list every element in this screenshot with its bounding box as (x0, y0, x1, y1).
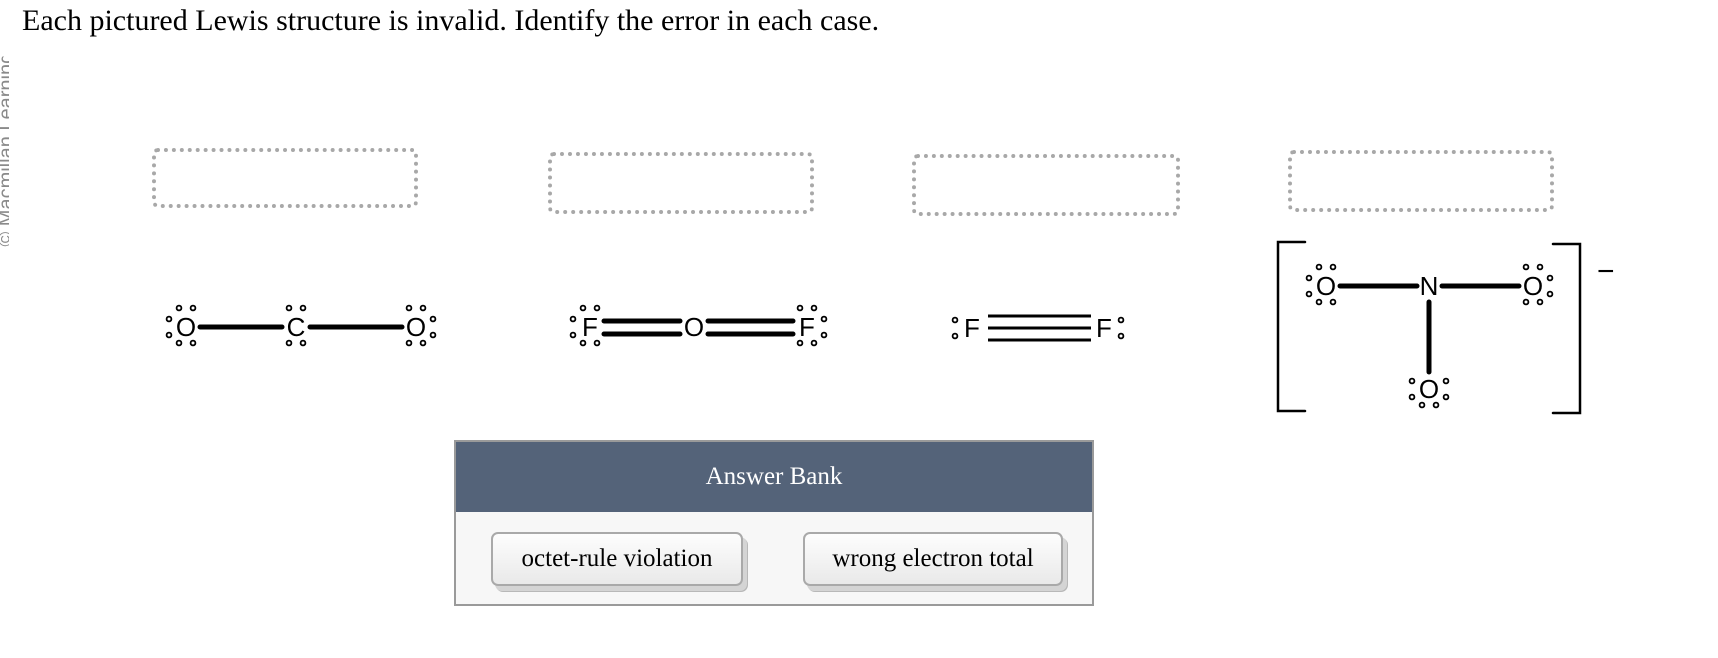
drop-target-2[interactable] (548, 152, 814, 214)
lone-pair-electron (1536, 298, 1544, 306)
lone-pair-electron (1546, 274, 1554, 282)
lone-pair-electron (1418, 401, 1426, 409)
structure-no3 (1276, 240, 1582, 415)
lone-pair-electron (405, 304, 413, 312)
lone-pair-electron (593, 339, 601, 347)
lone-pair-electron (1522, 263, 1530, 271)
lone-pair-electron (419, 339, 427, 347)
structure-f2 (988, 314, 1091, 342)
lone-pair-electron (1329, 263, 1337, 271)
lone-pair-electron (810, 339, 818, 347)
lone-pair-electron (1408, 377, 1416, 385)
lone-pair-electron (569, 315, 577, 323)
lone-pair-electron (1117, 332, 1125, 340)
lone-pair-electron (796, 304, 804, 312)
lone-pair-electron (299, 304, 307, 312)
lone-pair-electron (1442, 377, 1450, 385)
lone-pair-electron (569, 331, 577, 339)
lone-pair-electron (1329, 298, 1337, 306)
atom-label: O (1523, 271, 1543, 301)
lone-pair-electron (1315, 298, 1323, 306)
atom-label: N (1420, 271, 1439, 301)
lone-pair-electron (796, 339, 804, 347)
lone-pair-electron (165, 331, 173, 339)
lone-pair-electron (429, 315, 437, 323)
lone-pair-electron (579, 304, 587, 312)
lone-pair-electron (1408, 393, 1416, 401)
lone-pair-electron (429, 331, 437, 339)
lone-pair-electron (579, 339, 587, 347)
lone-pair-electron (820, 315, 828, 323)
lone-pair-electron (1315, 263, 1323, 271)
lone-pair-electron (175, 304, 183, 312)
right-bracket (1551, 242, 1582, 415)
lone-pair-electron (189, 304, 197, 312)
atom-label: O (176, 312, 196, 342)
atom-label: O (406, 312, 426, 342)
atom-label: F (799, 312, 815, 342)
lone-pair-electron (951, 332, 959, 340)
atom-label: F (964, 313, 980, 343)
lone-pair-electron (1117, 316, 1125, 324)
answer-option-octet-rule-violation[interactable]: octet-rule violation (491, 532, 743, 586)
structure-f2o (601, 318, 796, 337)
lone-pair-electron (419, 304, 427, 312)
atom-label: F (1096, 313, 1112, 343)
atom-label: O (1316, 271, 1336, 301)
lone-pair-electron (299, 339, 307, 347)
lone-pair-electron (1432, 401, 1440, 409)
lone-pair-electron (1522, 298, 1530, 306)
lone-pair-electron (285, 339, 293, 347)
drop-target-1[interactable] (152, 148, 418, 208)
lone-pair-electron (951, 316, 959, 324)
lone-pair-electron (405, 339, 413, 347)
atom-label: F (582, 312, 598, 342)
lone-pair-electron (810, 304, 818, 312)
answer-option-wrong-electron-total[interactable]: wrong electron total (803, 532, 1063, 586)
lone-pair-electron (189, 339, 197, 347)
lone-pair-electron (1442, 393, 1450, 401)
drop-target-3[interactable] (912, 154, 1180, 216)
lone-pair-electron (1305, 274, 1313, 282)
answer-bank-title: Answer Bank (456, 442, 1092, 512)
lone-pair-electron (1536, 263, 1544, 271)
lone-pair-electron (1305, 290, 1313, 298)
charge-label: − (1597, 255, 1615, 288)
lone-pair-electron (165, 315, 173, 323)
lone-pair-electron (285, 304, 293, 312)
atom-label: O (684, 312, 704, 342)
drop-target-4[interactable] (1288, 150, 1554, 212)
atom-label: C (287, 312, 306, 342)
left-bracket (1276, 240, 1307, 413)
question-text: Each pictured Lewis structure is invalid… (22, 4, 880, 37)
lone-pair-electron (593, 304, 601, 312)
atom-label: O (1419, 374, 1439, 404)
lone-pair-electron (820, 331, 828, 339)
lone-pair-electron (175, 339, 183, 347)
lone-pair-electron (1546, 290, 1554, 298)
answer-bank: Answer Bank octet-rule violation wrong e… (454, 440, 1094, 606)
